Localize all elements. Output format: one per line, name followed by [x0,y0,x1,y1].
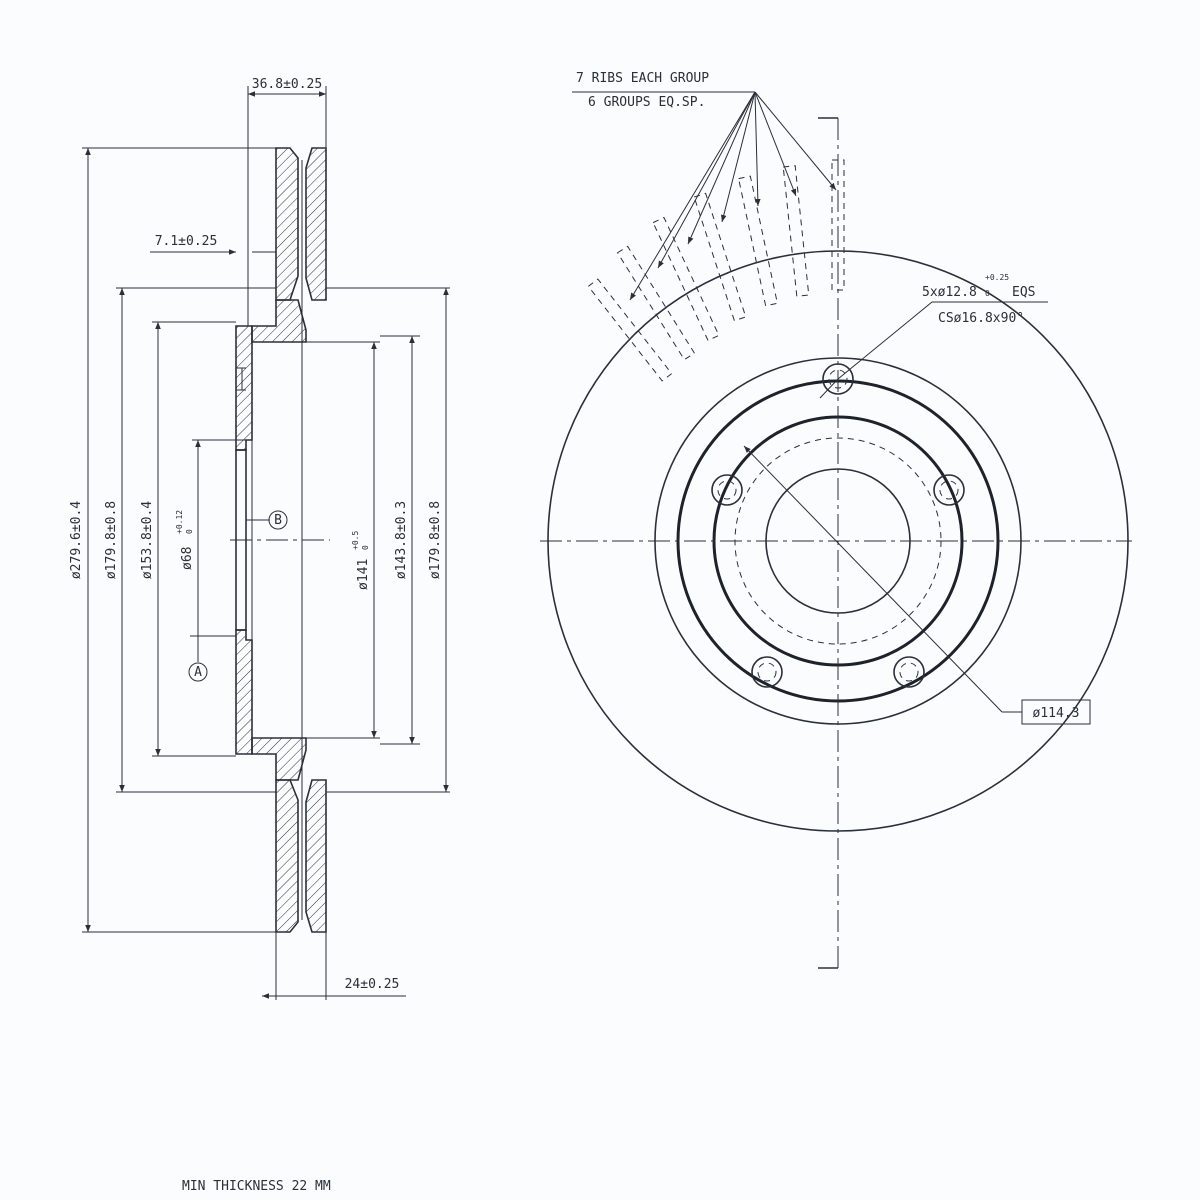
inboard-plate-upper [305,147,327,301]
rib-note-leaders [629,91,837,301]
dim-inner-friction-dia-right: ø179.8±0.8 [428,501,443,579]
bolt-circle-dim-line [743,445,1003,713]
bolt-hole [822,363,854,395]
dim-center-bore-group: ø68 +0.12 0 [175,510,195,570]
hat-wall-lower [235,629,253,755]
dim-hat-inner-dia: ø143.8±0.3 [394,501,409,579]
section-view: B A 36.8±0.25 [69,77,450,1000]
dim-inner-friction-dia-left: ø179.8±0.8 [104,501,119,579]
dim-pilot-group: ø141 +0.5 0 [351,531,371,590]
ribs-note-line2: 6 GROUPS EQ.SP. [588,95,705,110]
bolt-circle-dia: ø114.3 [1033,706,1080,721]
holes-tol-lower: 0 [985,289,990,298]
dim-total-thickness: 36.8±0.25 [252,77,322,92]
hole-note-leader [819,301,1048,399]
dim-disc-thickness: 24±0.25 [345,977,400,992]
cooling-ribs [587,159,845,382]
dim-outer-dia: ø279.6±0.4 [69,501,84,579]
hat-neck-lower [251,737,307,781]
dim-center-bore-tol-upper: +0.12 [175,510,184,534]
min-thickness-note: MIN THICKNESS 22 MM [182,1179,331,1194]
dim-pilot-tol-lower: 0 [361,545,370,550]
bolt-hole [933,474,965,506]
datum-a-bubble [188,662,208,682]
holes-note: 5xø12.8 [922,285,977,300]
bolt-hole [751,656,783,688]
holes-eqs: EQS [1012,285,1035,300]
front-view: 7 RIBS EACH GROUP 6 GROUPS EQ.SP. 5xø12.… [540,71,1132,969]
datum-a-label: A [194,665,202,680]
dim-hat-thickness: 7.1±0.25 [155,234,218,249]
inboard-plate-lower [305,779,327,933]
hat-neck-upper [251,299,307,343]
dim-center-bore: ø68 [180,547,195,570]
bolt-circle-dim-box [1021,699,1091,725]
datum-b-bubble [268,510,288,530]
dim-pilot-tol-upper: +0.5 [351,531,360,550]
outboard-plate-lower [275,779,299,933]
dim-pilot-dia: ø141 [356,559,371,590]
countersink-note: CSø16.8x90° [938,311,1024,326]
bolt-hole [893,656,925,688]
ribs-note-line1: 7 RIBS EACH GROUP [576,71,709,86]
hat-wall-upper [235,325,253,451]
outboard-plate-upper [275,147,299,301]
holes-tol-upper: +0.25 [985,273,1009,282]
dim-center-bore-tol-lower: 0 [185,529,194,534]
datum-b-label: B [274,513,282,528]
bolt-hole [711,474,743,506]
dim-hat-dia: ø153.8±0.4 [140,501,155,579]
